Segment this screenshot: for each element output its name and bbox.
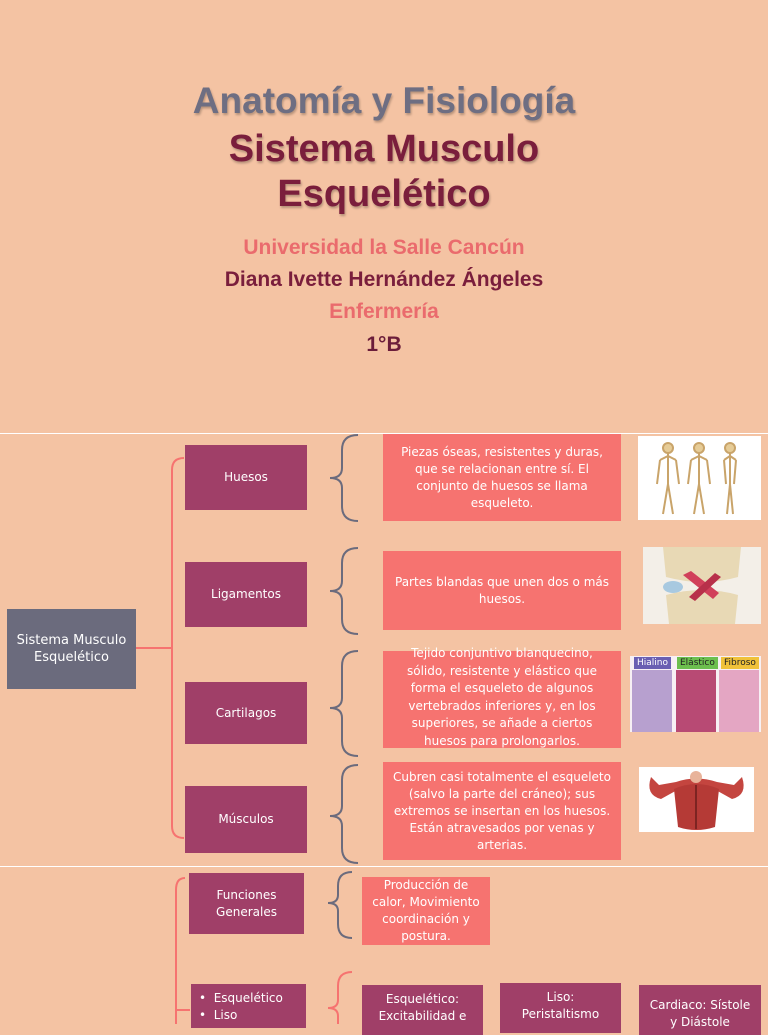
node-funciones-generales: Funciones Generales [189,873,304,934]
fibroso-label: Fibroso [721,657,759,669]
node-huesos: Huesos [185,445,307,510]
author: Diana Ivette Hernández Ángeles [224,268,544,291]
cartilage-tissue-image: Hialino Elástico Fibroso [630,656,761,732]
skeleton-image [638,436,761,520]
list-item: • Esquelético [199,991,283,1005]
node-musculos: Músculos [185,786,307,853]
node-ligamentos: Ligamentos [185,562,307,627]
subtitle-line2: Esquelético [277,173,491,215]
node-cartilagos: Cartilagos [185,682,307,744]
career: Enfermería [329,300,439,323]
desc-cartilagos: Tejido conjuntivo blanquecino, sólido, r… [383,646,621,748]
elastico-label: Elástico [677,657,718,669]
divider [0,866,768,867]
page-title: Anatomía y Fisiología [192,80,576,121]
list-item: • Liso [199,1008,238,1022]
desc-musculos: Cubren casi totalmente el esqueleto (sal… [383,762,621,860]
card-liso: Liso: Peristaltismo [500,983,621,1033]
hialino-label: Hialino [634,657,671,669]
desc-funciones-generales: Producción de calor, Movimiento coordina… [362,877,490,945]
card-cardiaco: Cardiaco: Sístole y Diástole [639,985,761,1035]
knee-ligament-image [643,547,761,624]
university: Universidad la Salle Cancún [243,236,525,259]
desc-ligamentos: Partes blandas que unen dos o más huesos… [383,551,621,630]
desc-huesos: Piezas óseas, resistentes y duras, que s… [383,434,621,521]
back-muscles-image [639,767,754,832]
divider [0,433,768,434]
root-node: Sistema Musculo Esquelético [7,609,136,689]
subtitle-line1: Sistema Musculo [228,128,540,170]
group: 1°B [366,333,402,356]
card-esqueletico: Esquelético: Excitabilidad e [362,985,483,1035]
muscle-types-list: • Esquelético • Liso [191,984,306,1028]
